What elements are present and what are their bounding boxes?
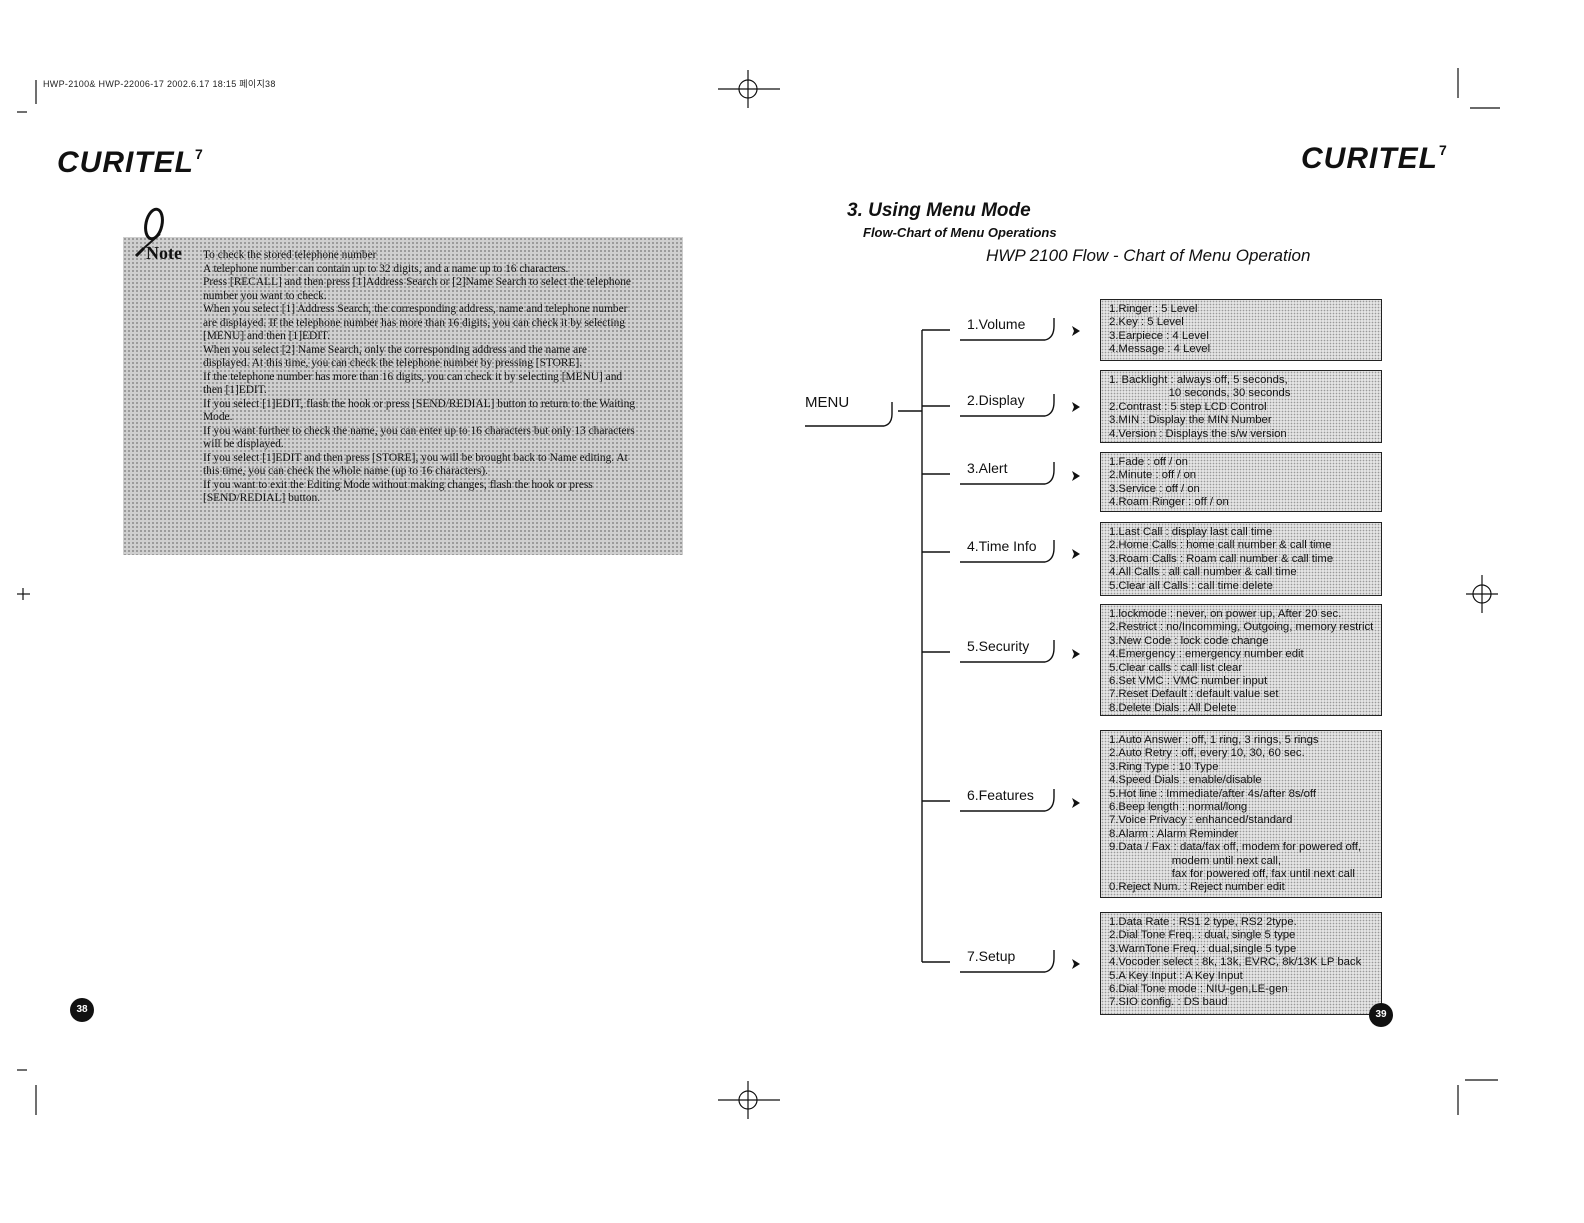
submenu-line: 8.Delete Dials : All Delete	[1109, 701, 1237, 714]
note-label: Note	[146, 243, 182, 263]
note-line: this time, you can check the whole name …	[203, 465, 488, 477]
submenu-line: 6.Beep length : normal/long	[1109, 801, 1248, 814]
note-line: If the telephone number has more than 16…	[203, 370, 623, 383]
pen-icon	[134, 207, 164, 258]
submenu-line: 1.Data Rate : RS1 2 type, RS2 2type.	[1109, 916, 1297, 928]
submenu-line: 9.Data / Fax : data/fax off, modem for p…	[1109, 841, 1362, 854]
submenu-line: 4.Emergency : emergency number edit	[1109, 648, 1304, 661]
brand-logo-left: CURITEL7	[57, 146, 204, 180]
submenu-line: 3.Ring Type : 10 Type	[1109, 760, 1219, 773]
submenu-line: 2.Auto Retry : off, every 10, 30, 60 sec…	[1109, 747, 1305, 760]
note-line: [SEND/REDIAL] button.	[203, 492, 321, 504]
note-text: To check the stored telephone number A t…	[203, 249, 675, 506]
flowchart-title: HWP 2100 Flow - Chart of Menu Operation	[986, 246, 1311, 265]
note-line: To check the stored telephone number	[203, 249, 377, 261]
submenu-line: 4.Roam Ringer : off / on	[1109, 496, 1229, 509]
brand-name: CURITEL	[1301, 142, 1438, 175]
submenu-line: 1.Fade : off / on	[1109, 456, 1188, 468]
menu-node-features: 6.Features	[967, 787, 1034, 803]
note-line: A telephone number can contain up to 32 …	[203, 262, 569, 275]
submenu-line: 7.Voice Privacy : enhanced/standard	[1109, 814, 1293, 827]
submenu-box-security: 1.lockmode : never, on power up, After 2…	[1100, 604, 1382, 716]
submenu-line: 7.SIO config. : DS baud	[1109, 996, 1228, 1009]
submenu-line: 4.Version : Displays the s/w version	[1109, 427, 1287, 440]
submenu-line: 7.Reset Default : default value set	[1109, 688, 1279, 701]
brand-mark: 7	[1439, 142, 1448, 158]
submenu-line: 2.Minute : off / on	[1109, 469, 1197, 482]
note-line: If you want to exit the Editing Mode wit…	[203, 478, 593, 491]
menu-node-alert: 3.Alert	[967, 460, 1008, 476]
note-line: When you select [2] Name Search, only th…	[203, 343, 587, 356]
note-line: Press [RECALL] and then press [1]Address…	[203, 276, 631, 288]
menu-node-time-info: 4.Time Info	[967, 538, 1037, 554]
submenu-line: 0.Reject Num. : Reject number edit	[1109, 881, 1285, 894]
submenu-line: 10 seconds, 30 seconds	[1109, 387, 1291, 400]
submenu-line: 3.Service : off / on	[1109, 482, 1200, 495]
submenu-line: 4.Vocoder select : 8k, 13k, EVRC, 8k/13K…	[1109, 956, 1362, 969]
submenu-line: modem until next call,	[1109, 854, 1282, 867]
submenu-box-features: 1.Auto Answer : off, 1 ring, 3 rings, 5 …	[1100, 730, 1382, 898]
submenu-line: 5.Clear all Calls : call time delete	[1109, 579, 1273, 592]
page-number-left: 38	[70, 998, 94, 1022]
note-line: If you want further to check the name, y…	[203, 424, 635, 437]
submenu-line: 4.Speed Dials : enable/disable	[1109, 774, 1262, 787]
note-line: If you select [1]EDIT and then press [ST…	[203, 451, 628, 464]
submenu-line: 3.Roam Calls : Roam call number & call t…	[1109, 552, 1334, 565]
submenu-line: 5.Hot line : Immediate/after 4s/after 8s…	[1109, 787, 1317, 800]
submenu-line: 2.Restrict : no/Incomming, Outgoing, mem…	[1109, 621, 1374, 634]
menu-node-volume: 1.Volume	[967, 316, 1026, 332]
submenu-line: 1.lockmode : never, on power up, After 2…	[1109, 608, 1342, 620]
submenu-line: 3.WarnTone Freq. : dual,single 5 type	[1109, 942, 1297, 955]
submenu-line: fax for powered off, fax until next call	[1109, 868, 1355, 881]
note-line: displayed. At this time, you can check t…	[203, 357, 583, 369]
brand-name: CURITEL	[57, 146, 194, 179]
submenu-line: 1.Auto Answer : off, 1 ring, 3 rings, 5 …	[1109, 734, 1319, 746]
submenu-line: 3.New Code : lock code change	[1109, 634, 1269, 647]
submenu-line: 2.Key : 5 Level	[1109, 316, 1184, 329]
submenu-line: 2.Contrast : 5 step LCD Control	[1109, 400, 1267, 413]
submenu-line: 5.Clear calls : call list clear	[1109, 661, 1243, 674]
submenu-box-setup: 1.Data Rate : RS1 2 type, RS2 2type.2.Di…	[1100, 912, 1382, 1015]
submenu-line: 1.Last Call : display last call time	[1109, 526, 1273, 538]
menu-node-setup: 7.Setup	[967, 948, 1016, 964]
submenu-line: 2.Home Calls : home call number & call t…	[1109, 539, 1332, 552]
submenu-line: 8.Alarm : Alarm Reminder	[1109, 827, 1239, 840]
print-header: HWP-2100& HWP-22006-17 2002.6.17 18:15 페…	[43, 79, 276, 89]
submenu-line: 5.A Key Input : A Key Input	[1109, 969, 1243, 982]
note-line: then [1]EDIT.	[203, 384, 267, 396]
brand-mark: 7	[195, 146, 204, 162]
section-subtitle: Flow-Chart of Menu Operations	[863, 225, 1057, 240]
menu-node-display: 2.Display	[967, 392, 1025, 408]
submenu-line: 1. Backlight : always off, 5 seconds,	[1109, 374, 1288, 386]
submenu-line: 1.Ringer : 5 Level	[1109, 303, 1198, 315]
page-number-right: 39	[1369, 1003, 1393, 1027]
note-line: [MENU] and then [1]EDIT.	[203, 330, 330, 342]
note-line: If you select [1]EDIT, flash the hook or…	[203, 397, 636, 410]
note-line: number you want to check.	[203, 289, 327, 302]
brand-logo-right: CURITEL7	[1301, 142, 1448, 176]
submenu-line: 4.Message : 4 Level	[1109, 343, 1211, 356]
submenu-line: 6.Set VMC : VMC number input	[1109, 675, 1268, 688]
note-line: Mode.	[203, 411, 233, 423]
menu-node-security: 5.Security	[967, 638, 1030, 654]
submenu-line: 3.Earpiece : 4 Level	[1109, 329, 1209, 342]
submenu-box-display: 1. Backlight : always off, 5 seconds, 10…	[1100, 370, 1382, 443]
note-panel	[123, 237, 683, 555]
submenu-line: 3.MIN : Display the MIN Number	[1109, 414, 1272, 427]
note-line: are displayed. If the telephone number h…	[203, 316, 625, 329]
submenu-line: 2.Dial Tone Freq. : dual, single 5 type	[1109, 929, 1296, 942]
submenu-line: 4.All Calls : all call number & call tim…	[1109, 566, 1297, 579]
submenu-line: 6.Dial Tone mode : NIU-gen,LE-gen	[1109, 983, 1288, 996]
note-line: will be displayed.	[203, 438, 284, 450]
note-line: When you select [1] Address Search, the …	[203, 303, 628, 315]
menu-root-node: MENU	[805, 394, 850, 411]
section-title: 3. Using Menu Mode	[847, 200, 1031, 221]
